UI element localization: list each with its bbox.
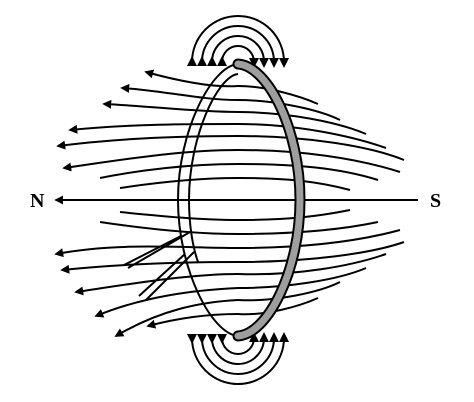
field-line bbox=[237, 267, 367, 289]
lead-wire-lower bbox=[145, 251, 195, 301]
field-line bbox=[237, 221, 379, 235]
field-line bbox=[237, 229, 401, 249]
field-loops-top bbox=[187, 15, 289, 68]
field-line bbox=[237, 99, 341, 121]
field-line bbox=[56, 135, 239, 150]
field-line bbox=[237, 281, 341, 302]
field-line bbox=[102, 99, 239, 113]
field-line bbox=[120, 83, 239, 101]
current-loop-front bbox=[232, 58, 306, 342]
arrowheads-bottom bbox=[187, 332, 289, 344]
field-line bbox=[237, 163, 379, 181]
circular-field-line bbox=[221, 337, 255, 355]
field-line bbox=[237, 241, 405, 263]
lead-wire-lower-2 bbox=[138, 253, 186, 297]
loop-back-inner bbox=[187, 73, 239, 263]
field-loops-bottom bbox=[187, 332, 289, 385]
field-line bbox=[68, 123, 239, 134]
field-line bbox=[54, 245, 239, 258]
circular-field-line bbox=[211, 337, 265, 365]
field-line bbox=[237, 253, 387, 276]
south-pole-label: S bbox=[430, 190, 441, 212]
circular-field-line bbox=[201, 25, 275, 63]
field-line bbox=[114, 299, 239, 337]
north-pole-label: N bbox=[30, 190, 45, 212]
field-line bbox=[119, 177, 239, 189]
circular-field-line bbox=[201, 337, 275, 375]
circular-field-line bbox=[191, 15, 285, 63]
field-line bbox=[237, 111, 367, 135]
circular-field-line bbox=[191, 337, 285, 385]
field-line bbox=[237, 135, 405, 161]
field-lines-left bbox=[54, 69, 239, 337]
field-line bbox=[237, 85, 319, 105]
field-line bbox=[99, 163, 239, 179]
field-line bbox=[237, 123, 387, 149]
arrowheads-top bbox=[187, 56, 289, 68]
field-line bbox=[62, 149, 239, 172]
field-line bbox=[237, 149, 401, 173]
circular-field-line bbox=[221, 45, 255, 63]
loop-front-band bbox=[234, 60, 304, 340]
circular-field-line bbox=[211, 35, 265, 63]
field-line bbox=[146, 313, 239, 329]
field-line bbox=[144, 69, 239, 88]
lead-wire-upper-2 bbox=[123, 235, 182, 266]
field-line bbox=[237, 297, 319, 316]
field-line bbox=[74, 273, 239, 296]
field-line bbox=[99, 221, 239, 235]
field-line bbox=[119, 211, 239, 221]
field-line bbox=[94, 287, 239, 318]
field-lines-right bbox=[237, 85, 405, 316]
field-line bbox=[60, 261, 239, 274]
lead-wire-upper bbox=[127, 231, 191, 269]
